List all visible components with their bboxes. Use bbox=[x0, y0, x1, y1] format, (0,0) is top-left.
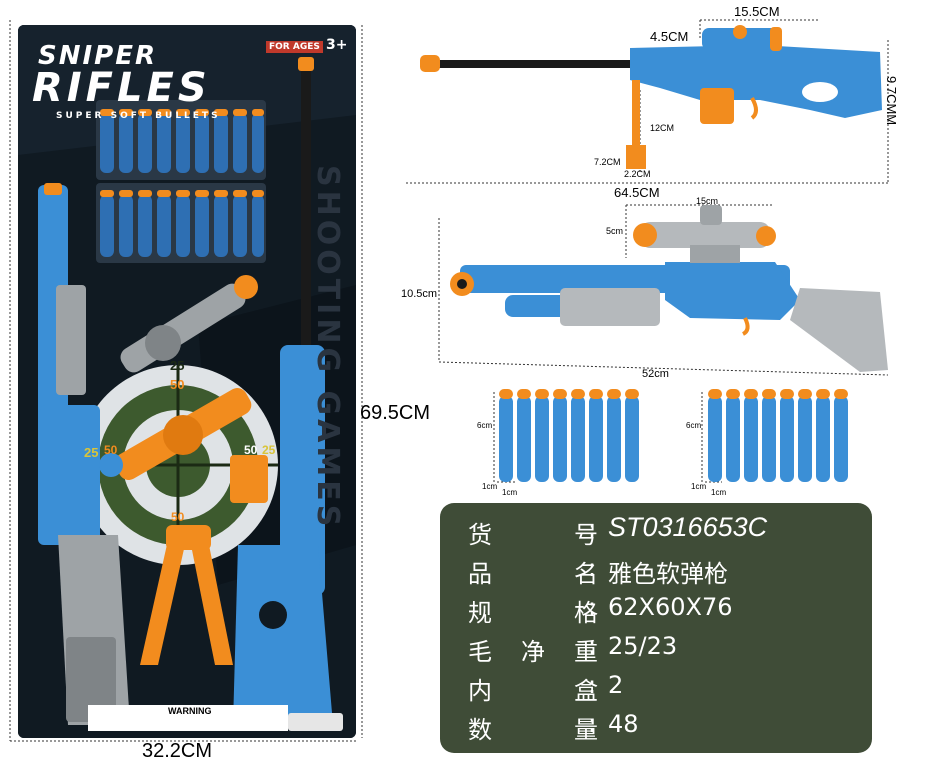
spec-label-char: 数 bbox=[468, 716, 492, 744]
spec-colon: : bbox=[588, 593, 597, 621]
spec-value-item-no: ST0316653C bbox=[608, 512, 768, 542]
toy-package-card: SNIPER RIFLES SUPER SOFT BULLETS FOR AGE… bbox=[18, 25, 356, 738]
warning-label: WARNING bbox=[168, 706, 212, 716]
spec-label-char: 格 bbox=[574, 599, 598, 627]
spec-label-char: 品 bbox=[468, 560, 492, 588]
spec-label-weight: 毛 净 重 bbox=[468, 632, 598, 667]
spec-label-char: 货 bbox=[468, 521, 492, 549]
age-label: FOR AGES bbox=[266, 41, 323, 53]
sniper-bipod-foot-label: 7.2CM bbox=[594, 157, 621, 167]
dart-length-left-label: 6cm bbox=[477, 421, 493, 430]
age-value: 3+ bbox=[326, 37, 348, 53]
brand-line-2: RIFLES bbox=[32, 65, 211, 111]
spec-label-char: 规 bbox=[468, 599, 492, 627]
spec-colon: : bbox=[588, 671, 597, 699]
spec-row-inner-box: 内 盒 : 2 bbox=[440, 667, 872, 705]
dart-length-right-label: 6cm bbox=[686, 421, 702, 430]
package-scope-orange bbox=[99, 388, 252, 480]
shotgun-scope-height-label: 5cm bbox=[606, 226, 624, 236]
dart-pack-top bbox=[96, 100, 266, 180]
sniper-bipod-height-label: 12CM bbox=[650, 123, 675, 133]
spec-label-quantity: 数 量 bbox=[468, 710, 598, 745]
spec-colon: : bbox=[588, 515, 597, 543]
target-label-right-outer: 25 bbox=[262, 443, 276, 457]
package-scope-grey bbox=[120, 275, 258, 373]
spec-label-char: 内 bbox=[468, 677, 492, 705]
spec-value-inner-box: 2 bbox=[608, 671, 624, 699]
target-label-left-inner: 50 bbox=[104, 443, 118, 457]
package-width-label: 32.2CM bbox=[142, 740, 213, 762]
spec-panel: 货 号 : ST0316653C 品 名 : 雅色软弹枪 规 格 : 62X60… bbox=[440, 503, 872, 753]
spec-label-char: 名 bbox=[574, 560, 598, 588]
spec-label-product-name: 品 名 bbox=[468, 554, 598, 589]
brand-line-1: SNIPER bbox=[38, 41, 157, 71]
spec-value-product-name: 雅色软弹枪 bbox=[608, 560, 728, 588]
dart-width-left-b-label: 1cm bbox=[502, 488, 518, 497]
spec-colon: : bbox=[588, 710, 597, 738]
dart-pack-bottom bbox=[96, 183, 266, 263]
target-label-right: 50 bbox=[244, 443, 258, 457]
target-label-top-inner: 50 bbox=[170, 377, 185, 392]
sniper-scope-height-label: 4.5CM bbox=[650, 29, 689, 44]
package-bipod bbox=[140, 525, 233, 665]
spec-value-quantity: 48 bbox=[608, 710, 639, 738]
spec-label-char: 净 bbox=[521, 638, 545, 666]
sniper-bipod-width-label: 2.2CM bbox=[624, 169, 651, 179]
spec-label-char: 量 bbox=[574, 716, 598, 744]
target-label-left: 25 bbox=[84, 445, 99, 460]
spec-row-quantity: 数 量 : 48 bbox=[440, 706, 872, 744]
spec-label-char: 盒 bbox=[574, 677, 598, 705]
package-sniper bbox=[230, 57, 333, 725]
brand-subtitle: SUPER SOFT BULLETS bbox=[56, 111, 221, 121]
spec-label-char: 号 bbox=[574, 521, 598, 549]
sniper-length-label: 64.5CM bbox=[614, 185, 660, 200]
shotgun-scope-length-label: 15cm bbox=[696, 196, 719, 206]
spec-label-inner-box: 内 盒 bbox=[468, 671, 598, 706]
spec-row-size: 规 格 : 62X60X76 bbox=[440, 589, 872, 627]
shotgun-height-label: 10.5cm bbox=[401, 288, 438, 300]
spec-label-char: 重 bbox=[574, 638, 598, 666]
side-text: SHOOTING GAMES bbox=[310, 165, 345, 531]
spec-label-size: 规 格 bbox=[468, 593, 598, 628]
sniper-scope-length-label: 15.5CM bbox=[734, 4, 780, 19]
dart-width-right-a-label: 1cm bbox=[691, 482, 707, 491]
package-shotgun bbox=[38, 183, 130, 725]
spec-label-item-no: 货 号 bbox=[468, 515, 598, 550]
target-label-bottom: 50 bbox=[171, 510, 185, 524]
spec-row-weight: 毛 净 重 : 25/23 bbox=[440, 628, 872, 666]
spec-colon: : bbox=[588, 632, 597, 660]
dart-width-left-a-label: 1cm bbox=[482, 482, 498, 491]
spec-colon: : bbox=[588, 554, 597, 582]
spec-row-product-name: 品 名 : 雅色软弹枪 bbox=[440, 550, 872, 588]
shotgun-length-label: 52cm bbox=[642, 368, 669, 380]
spec-value-size: 62X60X76 bbox=[608, 593, 733, 621]
spec-label-char: 毛 bbox=[468, 638, 492, 666]
spec-value-weight: 25/23 bbox=[608, 632, 678, 660]
dart-width-right-b-label: 1cm bbox=[711, 488, 727, 497]
package-height-label: 69.5CM bbox=[360, 402, 431, 424]
age-badge: FOR AGES 3+ bbox=[266, 37, 347, 53]
target-label-top: 25 bbox=[170, 358, 185, 373]
spec-row-item-no: 货 号 : ST0316653C bbox=[440, 511, 872, 549]
package-artwork bbox=[18, 25, 356, 738]
sniper-height-label: 9.7CMM bbox=[884, 76, 899, 126]
